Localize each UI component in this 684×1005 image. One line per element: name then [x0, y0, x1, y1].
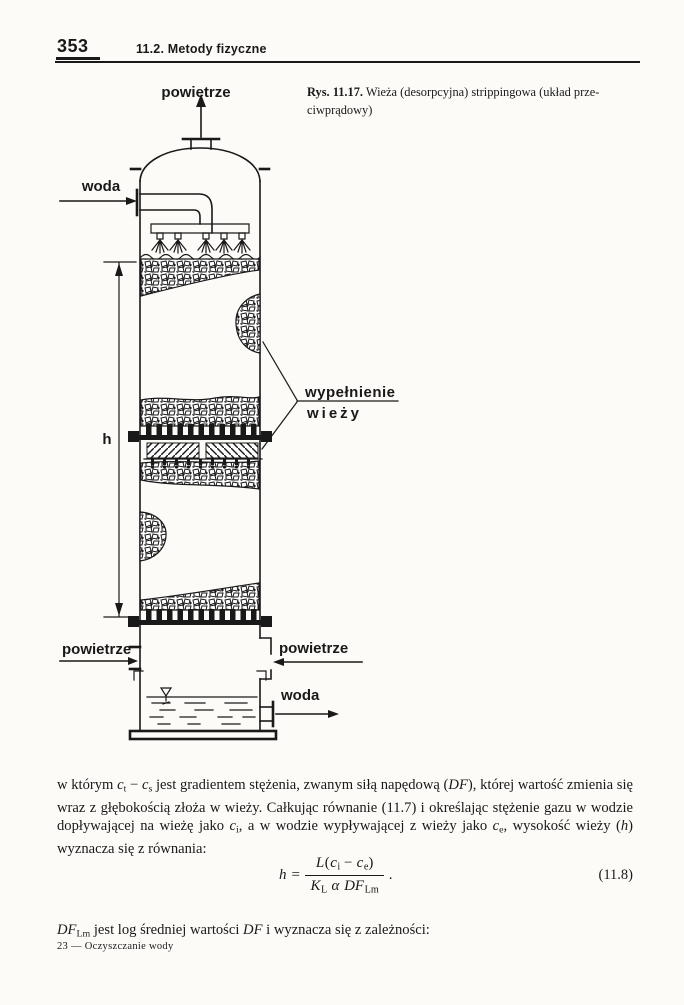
water-inlet: woda: [59, 178, 251, 254]
eq-denominator: KL α DFLm: [304, 875, 384, 897]
var-c: c: [492, 818, 500, 835]
air-outlet-top: powietrze: [161, 84, 231, 150]
text-run: , wysokość wieży (: [503, 818, 621, 835]
var-DF: DF: [344, 878, 365, 895]
packing-beds: [139, 253, 261, 611]
sub-i: i: [337, 861, 341, 873]
section-heading: 11.2. Metody fizyczne: [136, 42, 267, 56]
footer-note: 23 — Oczyszczanie wody: [57, 941, 174, 952]
equation-body: h = L(ci − ce) KL α DFLm .: [279, 854, 393, 898]
var-L: L: [315, 855, 325, 871]
header-rule-short: [56, 57, 100, 60]
sub-s: s: [148, 783, 153, 795]
water-out-label: woda: [280, 687, 320, 704]
air-inlet-left: powietrze: [59, 641, 142, 671]
text-run: w którym: [57, 776, 118, 793]
var-DF: DF: [243, 921, 263, 938]
support-grid-middle: [128, 424, 272, 469]
var-DF: DF: [448, 776, 468, 793]
eq-numerator: L(ci − ce): [305, 854, 384, 875]
text-run: jest log średniej wartości: [90, 921, 244, 938]
var-c: c: [117, 776, 124, 793]
page-number: 353: [57, 36, 89, 56]
height-dimension: h: [102, 261, 137, 618]
text-run: i wyznacza się z zależności:: [262, 921, 430, 938]
equation-11-8: h = L(ci − ce) KL α DFLm . (11.8): [57, 851, 633, 903]
paren: ): [368, 855, 374, 871]
base-plate: [128, 729, 278, 741]
text-run: , a w wodzie wypływającej z wieży jako: [238, 818, 493, 835]
water-level-icon: [159, 687, 173, 698]
equation-number: (11.8): [598, 867, 634, 883]
var-alpha: α: [331, 878, 340, 895]
spray-nozzles: [151, 232, 251, 254]
packing-callout: wypełnienie wieży: [261, 341, 399, 450]
arrow-up-head: [196, 94, 206, 107]
packing-label-line2: wieży: [306, 405, 362, 422]
body-paragraph-1: w którym ct − cs jest gradientem stężeni…: [57, 776, 633, 859]
var-DF: DF: [57, 921, 77, 938]
var-K: K: [310, 878, 321, 895]
minus-sign: −: [340, 855, 357, 871]
var-h: h: [620, 818, 629, 835]
drip-points: [150, 459, 251, 469]
sub-e: e: [499, 824, 504, 836]
water-in-label: woda: [81, 178, 121, 195]
body-paragraph-2: DFLm jest log średniej wartości DF i wyz…: [57, 922, 633, 939]
sub-i: i: [236, 824, 239, 836]
air-left-label: powietrze: [62, 641, 131, 658]
figure-caption-line2: ciwprądowy): [307, 102, 373, 117]
height-label: h: [102, 431, 111, 448]
air-inlet-right: powietrze: [273, 640, 363, 666]
text-run: jest gradientem stężenia, zwanym siłą na…: [152, 776, 449, 793]
var-c: c: [229, 818, 236, 835]
var-c: c: [330, 855, 337, 871]
stripping-tower-diagram: powietrze woda: [59, 84, 399, 741]
eq-period: .: [388, 867, 393, 884]
tower-shell: [129, 147, 272, 732]
text-run: ), której wartość zmienia się wraz z głę…: [57, 776, 633, 835]
eq-equals: =: [291, 867, 300, 884]
air-right-label: powietrze: [279, 640, 348, 657]
sub-Lm: Lm: [364, 884, 379, 896]
packing-band-mid-upper: [140, 395, 260, 427]
figure-caption-line1: Wieża (desorpcyjna) strippingowa (układ …: [363, 85, 600, 99]
text-run: ) wyznacza się z równania:: [57, 818, 633, 858]
eq-lhs: h: [279, 867, 287, 884]
sub-Lm: Lm: [76, 928, 91, 940]
header-rule-long: [55, 61, 640, 63]
packing-band-top: [140, 258, 260, 297]
support-grid-bottom: [128, 609, 272, 627]
packing-label-line1: wypełnienie: [304, 384, 396, 401]
sub-t: t: [123, 783, 127, 795]
air-top-label: powietrze: [161, 84, 230, 101]
water-sump: woda: [128, 670, 339, 741]
figure-caption: Rys. 11.17. Wieża (desorpcyjna) strippin…: [307, 84, 643, 119]
var-c: c: [141, 776, 149, 793]
packing-band-bottom: [140, 582, 260, 611]
sub-L: L: [320, 884, 328, 896]
eq-fraction: L(ci − ce) KL α DFLm: [304, 854, 384, 898]
packing-blob-right: [235, 293, 261, 354]
minus-sign: −: [126, 776, 142, 793]
sub-e: e: [363, 861, 369, 873]
packing-band-mid-lower: [140, 460, 260, 490]
paren: (: [324, 855, 330, 871]
water-dashes: [149, 702, 256, 725]
packing-blob-left: [139, 511, 167, 562]
var-c: c: [356, 855, 364, 871]
figure-caption-label: Rys. 11.17.: [307, 85, 364, 99]
